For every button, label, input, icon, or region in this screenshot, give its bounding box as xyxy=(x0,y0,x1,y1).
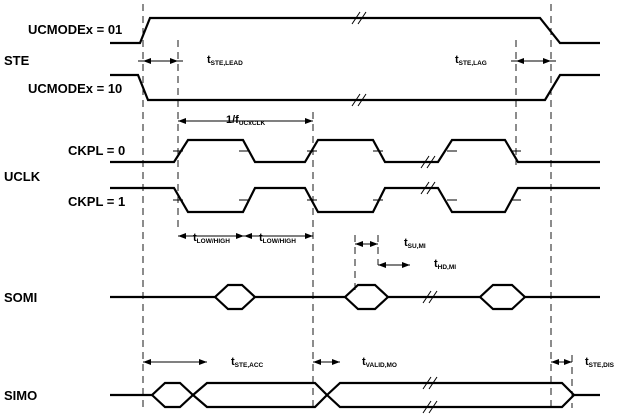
label-t-low-high-2: tLOW/HIGH xyxy=(259,232,296,245)
label-simo: SIMO xyxy=(4,388,37,403)
label-clk-period: 1/fUCxCLK xyxy=(226,114,266,127)
label-somi: SOMI xyxy=(4,290,37,305)
valid-mo-arrow xyxy=(313,359,340,365)
break-mark-somi xyxy=(422,290,438,304)
ckpl-0-waveform xyxy=(110,138,600,164)
label-ucmode-01: UCMODEx = 01 xyxy=(28,22,122,37)
label-ckpl-1: CKPL = 1 xyxy=(68,194,125,209)
ste-dis-arrow xyxy=(551,359,572,365)
label-t-hd-mi: tHD,MI xyxy=(434,258,456,271)
su-mi-arrow xyxy=(355,241,378,247)
low-high-1-arrow xyxy=(178,233,244,239)
break-mark-ckpl-0 xyxy=(420,155,436,169)
break-mark-ucmode-01 xyxy=(351,11,367,25)
hd-mi-arrow xyxy=(378,262,410,268)
tick-marks xyxy=(138,60,556,201)
label-uclk: UCLK xyxy=(4,169,41,184)
clk-period-arrow xyxy=(178,118,313,124)
ucmode-01-waveform xyxy=(110,16,600,45)
label-t-ste-dis: tSTE,DIS xyxy=(585,356,615,369)
ste-lag-arrow xyxy=(516,58,551,64)
break-mark-ucmode-10 xyxy=(351,93,367,107)
ste-acc-arrow xyxy=(143,359,207,365)
label-t-su-mi: tSU,MI xyxy=(404,237,426,250)
guide-lines xyxy=(142,4,573,408)
ucmode-10-waveform xyxy=(110,73,600,102)
break-marks xyxy=(351,11,438,414)
measurement-arrows xyxy=(143,58,572,365)
label-t-ste-acc: tSTE,ACC xyxy=(231,356,264,369)
ckpl-1-waveform xyxy=(110,186,600,214)
waveforms xyxy=(110,16,600,409)
label-t-low-high-1: tLOW/HIGH xyxy=(193,232,230,245)
label-ste: STE xyxy=(4,53,30,68)
break-mark-ckpl-1 xyxy=(420,181,436,195)
label-ckpl-0: CKPL = 0 xyxy=(68,143,125,158)
label-t-ste-lag: tSTE,LAG xyxy=(455,54,487,67)
label-ucmode-10: UCMODEx = 10 xyxy=(28,81,122,96)
ste-lead-arrow xyxy=(143,58,178,64)
timing-labels: tSTE,LEAD tSTE,LAG 1/fUCxCLK tLOW/HIGH t… xyxy=(193,54,615,369)
signal-labels: UCMODEx = 01 STE UCMODEx = 10 CKPL = 0 U… xyxy=(4,22,125,403)
label-t-valid-mo: tVALID,MO xyxy=(362,356,397,369)
break-mark-simo xyxy=(422,376,438,414)
somi-waveform xyxy=(110,283,600,311)
label-t-ste-lead: tSTE,LEAD xyxy=(207,54,243,67)
simo-waveform xyxy=(110,381,600,409)
low-high-2-arrow xyxy=(244,233,313,239)
